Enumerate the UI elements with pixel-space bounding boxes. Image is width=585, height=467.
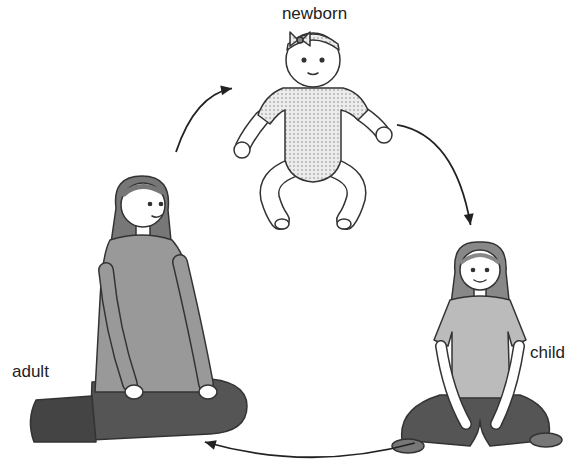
stage-label: adult	[12, 362, 49, 382]
cycle-arrow	[397, 125, 474, 225]
cycle-arrow	[176, 85, 232, 152]
arrow-head	[220, 85, 232, 95]
newborn-figure	[234, 32, 392, 229]
arrow-line	[397, 125, 471, 225]
arrow-head	[205, 440, 217, 450]
arrow-head	[464, 213, 474, 225]
life-stage: child	[395, 225, 575, 443]
stage-label: newborn	[282, 4, 347, 24]
cycle-arrow	[205, 440, 415, 457]
life-stage: adult	[8, 152, 248, 442]
adult-figure	[30, 176, 247, 442]
stage-label: child	[530, 343, 565, 363]
arrow-line	[176, 88, 232, 152]
arrow-line	[205, 442, 415, 457]
life-stage: newborn	[232, 4, 397, 232]
